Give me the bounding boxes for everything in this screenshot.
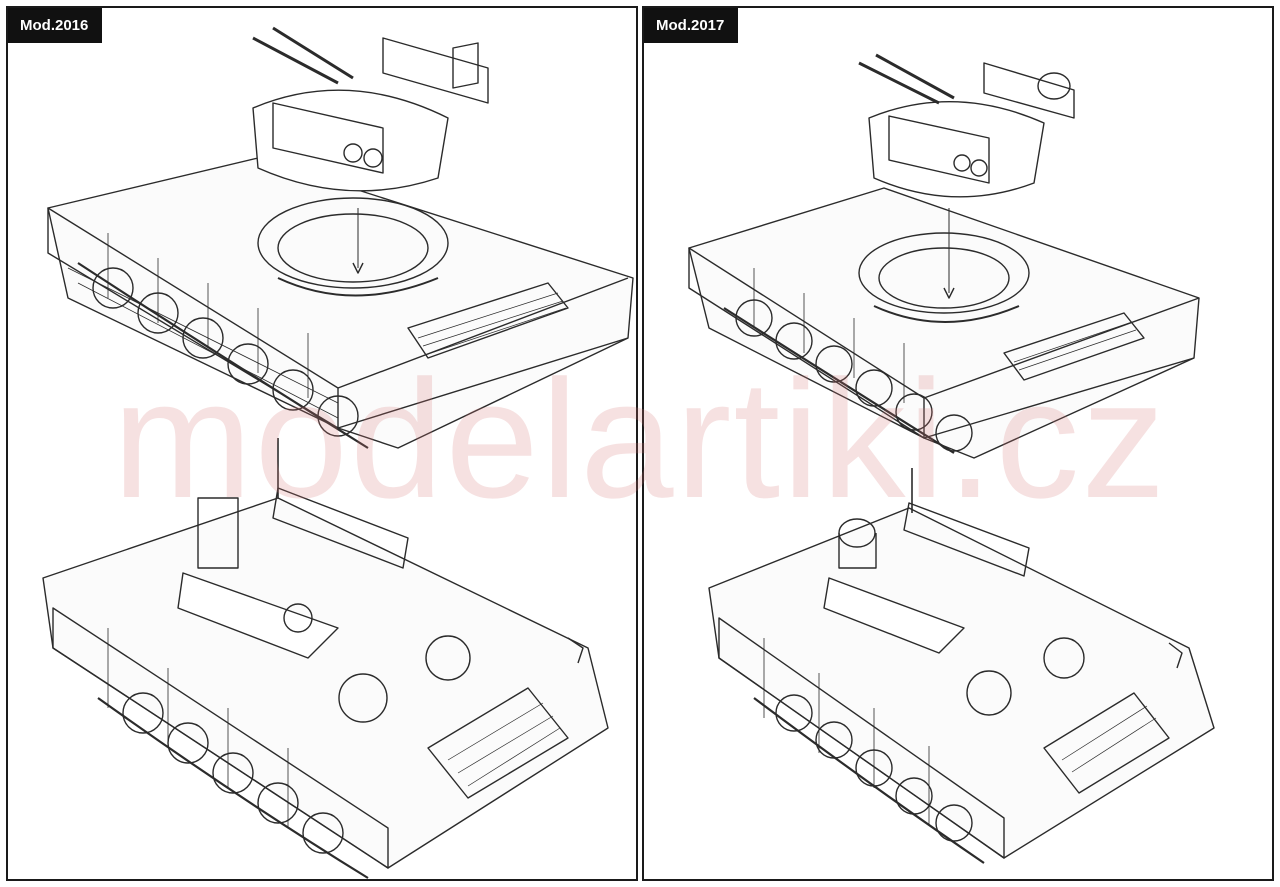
mod-2016-top-hull	[47, 157, 634, 449]
mod-2016-label: Mod.2016	[8, 8, 103, 43]
mod-2017-drawing	[688, 53, 1215, 864]
mod-2017-bottom-hull	[708, 468, 1215, 864]
panel-mod-2016: Mod.2016	[6, 6, 638, 881]
mod-2017-top-hull	[688, 187, 1200, 459]
mod-2017-label: Mod.2017	[644, 8, 739, 43]
mod-2016-drawing	[42, 26, 634, 879]
panel-mod-2017: Mod.2017	[642, 6, 1274, 881]
mod-2016-bottom-hull	[42, 438, 609, 879]
mod-2017-top-turret	[858, 53, 1075, 299]
mod-2016-top-turret	[252, 26, 489, 274]
